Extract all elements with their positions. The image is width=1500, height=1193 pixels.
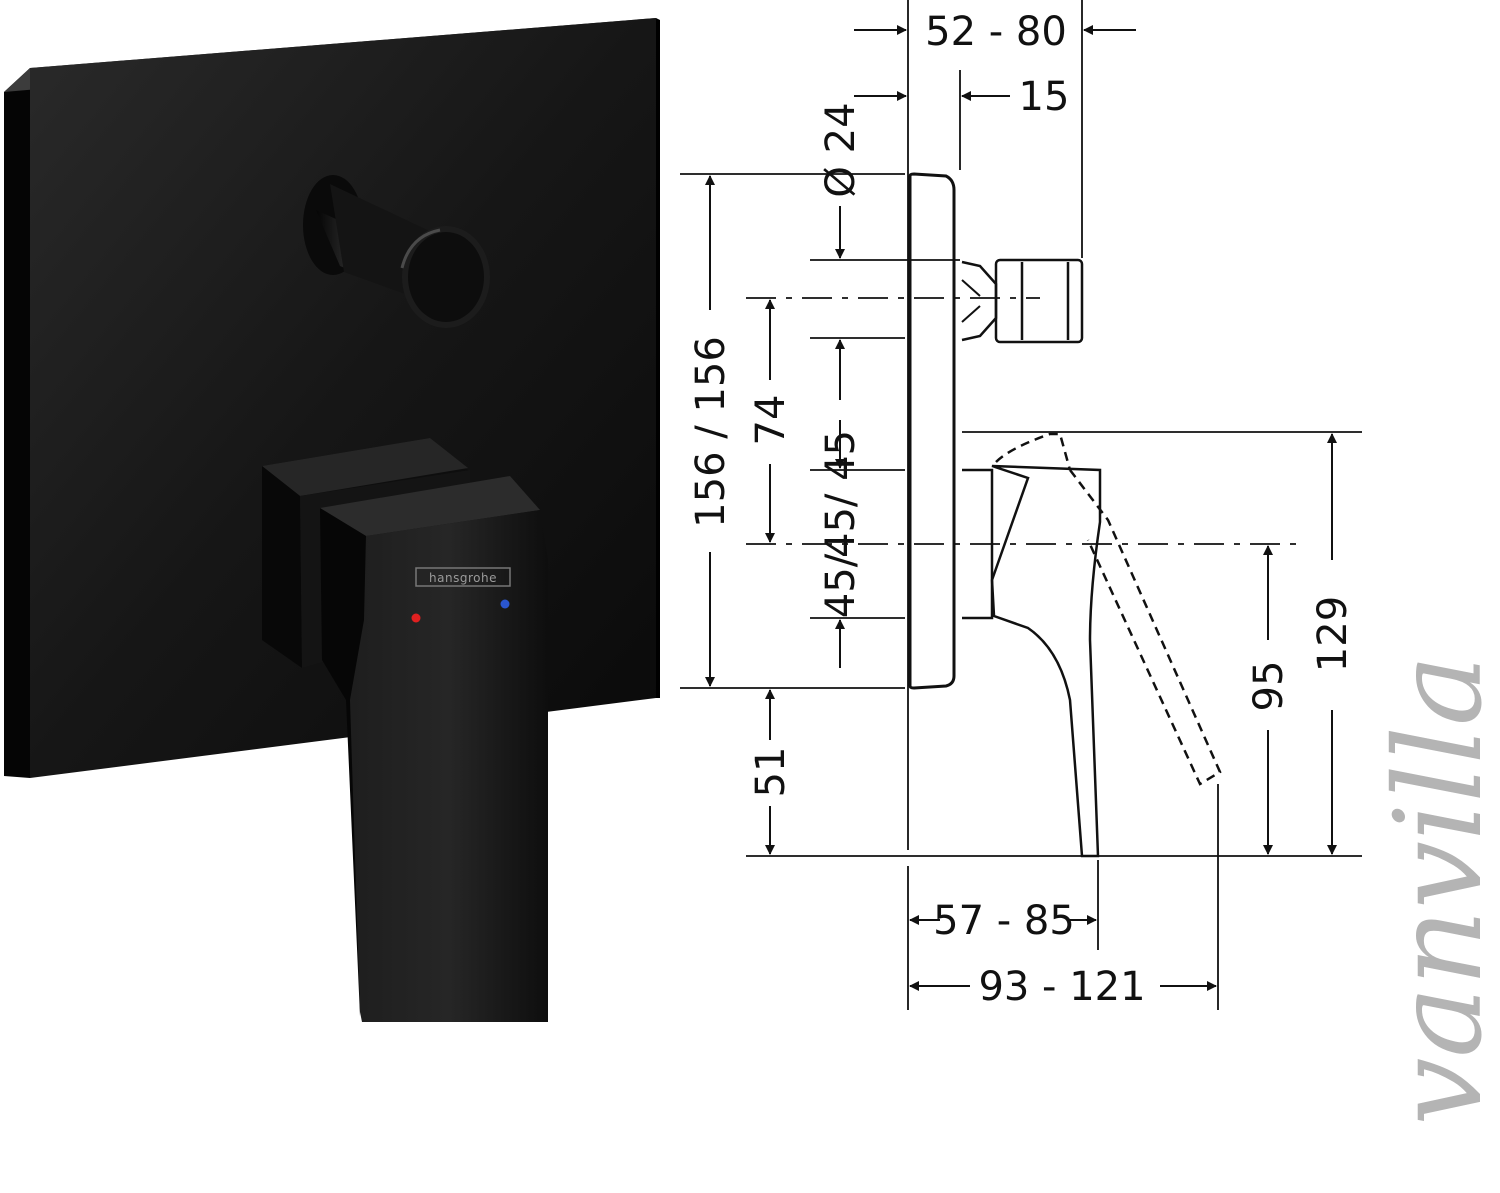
plate-profile <box>908 172 956 690</box>
mixer-lever: hansgrohe <box>262 438 548 1022</box>
dim-24: Ø 24 <box>818 102 864 197</box>
dim-129: 129 <box>1310 596 1356 672</box>
dim-45-lower: 45/ <box>818 553 864 618</box>
brand-label: hansgrohe <box>429 571 497 585</box>
dimension-labels: 52 - 80 15 Ø 24 156 / 156 74 45/ 45 45/ … <box>688 9 1356 1010</box>
dim-51: 51 <box>748 747 794 798</box>
dim-74: 74 <box>748 395 794 446</box>
cold-indicator-dot <box>500 599 510 609</box>
dim-57-85: 57 - 85 <box>933 898 1075 944</box>
product-photo: hansgrohe <box>4 18 660 1022</box>
dim-52-80: 52 - 80 <box>925 9 1067 55</box>
extension-lines <box>680 0 1362 1010</box>
watermark: vanvilla <box>1370 654 1500 1125</box>
dim-156: 156 / 156 <box>688 336 734 528</box>
dim-93-121: 93 - 121 <box>978 964 1145 1010</box>
diverter-knob <box>303 175 490 328</box>
dim-95: 95 <box>1246 661 1292 712</box>
lever-profile <box>962 432 1222 858</box>
dimension-arrows <box>705 25 1337 991</box>
hot-indicator-dot <box>411 613 421 623</box>
diverter-profile <box>961 258 1084 344</box>
dim-15: 15 <box>1019 74 1070 120</box>
technical-drawing <box>680 0 1362 1010</box>
dim-45-upper: 45/ 45 <box>818 430 864 558</box>
